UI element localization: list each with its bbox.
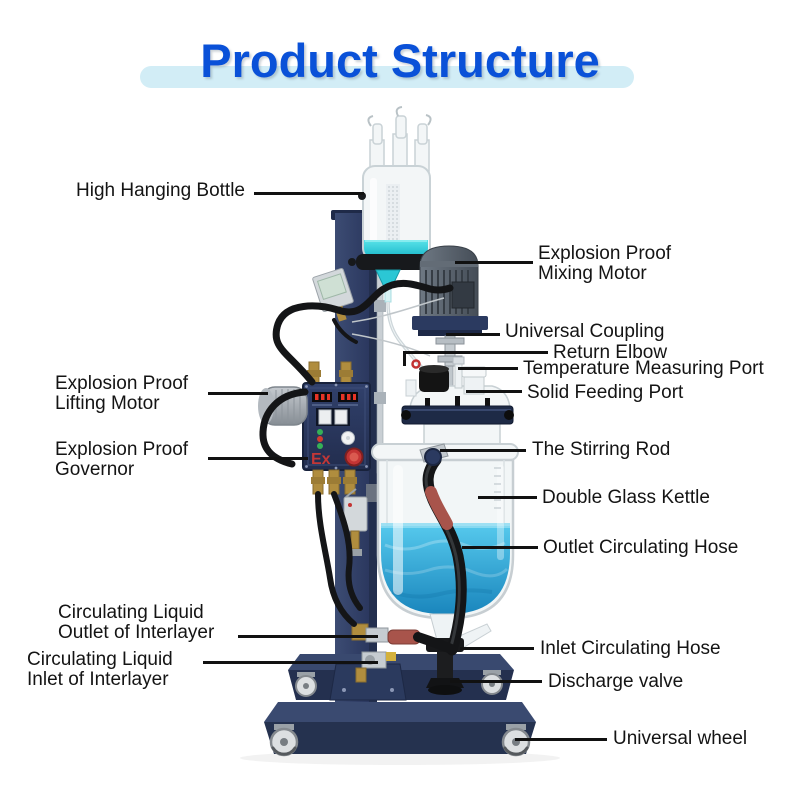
universal-wheel (269, 670, 531, 757)
leader-outlet-interlayer (238, 635, 378, 638)
label-universal-coupling: Universal Coupling (505, 321, 665, 342)
title-highlight-band (140, 66, 634, 88)
leader-stirring-rod (440, 449, 526, 452)
label-double-glass-kettle: Double Glass Kettle (542, 487, 710, 508)
label-outlet-hose: Outlet Circulating Hose (543, 537, 739, 558)
label-governor: Explosion Proof Governor (55, 439, 189, 480)
ex-marking: Ex (311, 451, 331, 468)
solid-feeding-port (461, 366, 487, 395)
limit-switch-upper (312, 267, 354, 322)
base-platform (264, 654, 536, 754)
leader-lifting-motor (208, 392, 268, 395)
label-stirring-rod: The Stirring Rod (532, 439, 671, 460)
leader-universal-wheel (515, 738, 607, 741)
temperature-measuring-port (452, 356, 465, 389)
return-elbow (386, 301, 426, 372)
label-return-elbow: Return Elbow (553, 342, 668, 363)
leader-mixing-motor (455, 261, 533, 264)
leader-return-elbow-elbow (403, 351, 406, 366)
leader-solid-feeding-port (466, 390, 522, 393)
leader-governor (208, 457, 308, 460)
leader-temperature-port (458, 367, 518, 370)
label-mixing-motor: Explosion Proof Mixing Motor (538, 243, 672, 284)
leader-universal-coupling (446, 333, 500, 336)
leader-return-elbow (403, 351, 548, 354)
leader-high-hanging-bottle (254, 192, 364, 195)
leader-inlet-interlayer (203, 661, 378, 664)
label-inlet-hose: Inlet Circulating Hose (540, 638, 721, 659)
floor-shadow (240, 751, 560, 765)
label-solid-feeding-port: Solid Feeding Port (527, 382, 684, 403)
leader-inlet-hose (460, 647, 534, 650)
label-outlet-interlayer: Circulating Liquid Outlet of Interlayer (58, 602, 215, 643)
leader-discharge-valve (450, 680, 542, 683)
label-discharge-valve: Discharge valve (548, 671, 684, 692)
label-universal-wheel: Universal wheel (613, 728, 748, 749)
label-high-hanging-bottle: High Hanging Bottle (76, 180, 245, 201)
explosion-proof-governor-box: Ex (302, 361, 371, 495)
leader-double-glass-kettle (478, 496, 537, 499)
leader-outlet-hose (462, 546, 538, 549)
page-title: Product Structure (200, 34, 600, 87)
label-inlet-interlayer: Circulating Liquid Inlet of Interlayer (27, 649, 173, 690)
label-lifting-motor: Explosion Proof Lifting Motor (55, 373, 189, 414)
label-temperature-port: Temperature Measuring Port (523, 358, 764, 379)
cables (259, 280, 454, 627)
steel-wires (351, 297, 445, 357)
outlet-circulating-hose (419, 443, 467, 656)
high-hanging-bottle (348, 106, 436, 303)
